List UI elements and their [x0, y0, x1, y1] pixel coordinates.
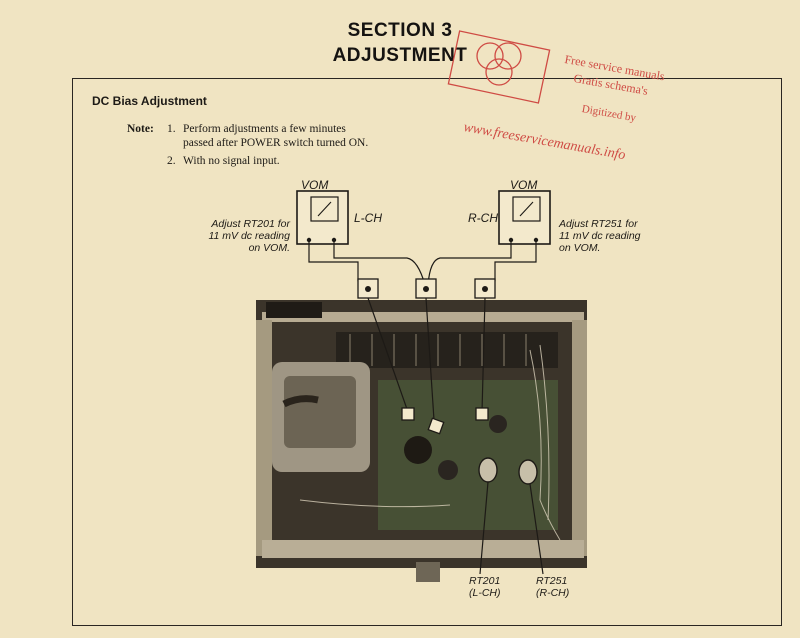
trim-pot-markers	[478, 457, 538, 485]
note-1-number: 1.	[167, 123, 176, 135]
section-title: ADJUSTMENT	[332, 45, 468, 66]
vom-right-meter	[498, 190, 551, 245]
adjustment-box	[72, 78, 782, 626]
note-2-text: With no signal input.	[183, 155, 280, 167]
photo-test-point-markers	[401, 407, 489, 435]
vom-left-title: VOM	[301, 178, 329, 192]
note-1-line-2: passed after POWER switch turned ON.	[183, 137, 369, 149]
section-number: SECTION 3	[347, 20, 453, 41]
note-label: Note:	[127, 123, 154, 135]
box-title: DC Bias Adjustment	[92, 94, 207, 108]
rt201-callout: RT201 (L-CH)	[469, 575, 501, 599]
vom-left-meter	[296, 190, 349, 245]
watermark-stamp	[447, 30, 551, 104]
right-channel-label: R-CH	[468, 211, 498, 225]
photo-callout-leaders	[367, 297, 544, 575]
left-adjust-instruction: Adjust RT201 for 11 mV dc reading on VOM…	[208, 218, 290, 254]
note-1-line-1: Perform adjustments a few minutes	[183, 123, 346, 135]
test-point-center	[415, 278, 437, 299]
chassis-photo	[256, 300, 587, 582]
rt251-callout: RT251 (R-CH)	[536, 575, 570, 599]
test-point-right	[474, 278, 496, 299]
vom-right-title: VOM	[510, 178, 538, 192]
test-point-left	[357, 278, 379, 299]
right-adjust-instruction: Adjust RT251 for 11 mV dc reading on VOM…	[559, 218, 641, 254]
note-2-number: 2.	[167, 155, 176, 167]
left-channel-label: L-CH	[354, 211, 383, 225]
